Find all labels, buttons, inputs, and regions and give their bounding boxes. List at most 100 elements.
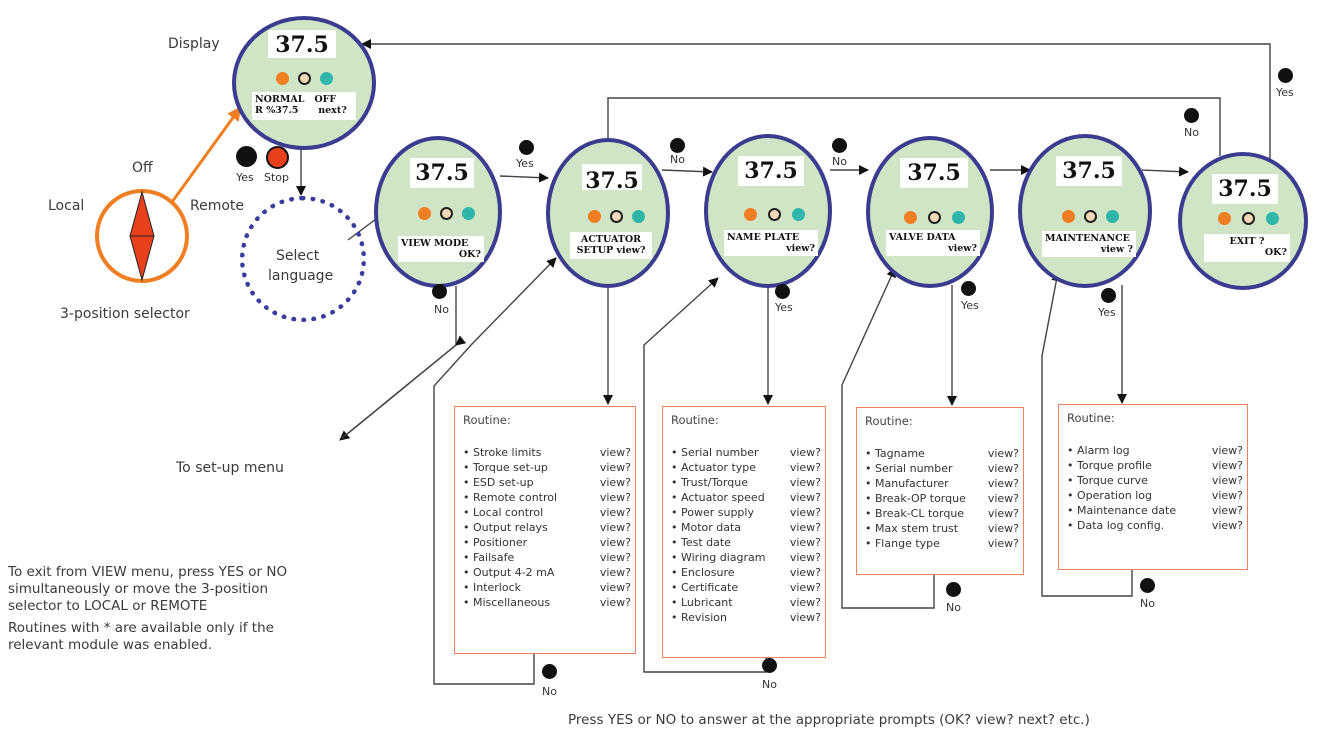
routine-item-name: • Manufacturer — [865, 477, 949, 490]
routine-item-action[interactable]: view? — [789, 506, 821, 519]
routine-item-action[interactable]: view? — [987, 447, 1019, 460]
routine-item[interactable]: • Serial number view? — [671, 445, 821, 460]
routine-item-action[interactable]: view? — [987, 507, 1019, 520]
routine-item-action[interactable]: view? — [789, 566, 821, 579]
stop-button-icon[interactable] — [266, 146, 289, 169]
name-plate-display[interactable]: 37.5 NAME PLATE view? — [704, 134, 832, 288]
routine-item-action[interactable]: view? — [1211, 519, 1243, 532]
routine-item-action[interactable]: view? — [599, 551, 631, 564]
main-display[interactable]: 37.5 NORMAL OFF R %37.5 next? — [232, 16, 376, 150]
routine-item-action[interactable]: view? — [1211, 459, 1243, 472]
selector-caption: 3-position selector — [60, 306, 190, 322]
routine-item-action[interactable]: view? — [987, 492, 1019, 505]
routine-item-action[interactable]: view? — [1211, 444, 1243, 457]
teal-led-icon — [632, 210, 645, 223]
routine-item-action[interactable]: view? — [1211, 504, 1243, 517]
routine-item-name: • Flange type — [865, 537, 940, 550]
routine-item[interactable]: • Torque set-up view? — [463, 460, 631, 475]
routine-item-action[interactable]: view? — [599, 566, 631, 579]
routine-item-action[interactable]: view? — [599, 581, 631, 594]
decision-dot — [1184, 108, 1199, 123]
three-position-selector-icon[interactable] — [92, 186, 192, 288]
routine-item-action[interactable]: view? — [987, 522, 1019, 535]
teal-led-icon — [462, 207, 475, 220]
routine-item-action[interactable]: view? — [599, 506, 631, 519]
routine-item-action[interactable]: view? — [987, 537, 1019, 550]
decision-dot — [670, 138, 685, 153]
routine-item-action[interactable]: view? — [599, 521, 631, 534]
routine-item[interactable]: • Trust/Torque view? — [671, 475, 821, 490]
select-language-node[interactable] — [240, 196, 366, 322]
routine-item-action[interactable]: view? — [789, 596, 821, 609]
routine-item-action[interactable]: view? — [789, 536, 821, 549]
routine-item-action[interactable]: view? — [1211, 474, 1243, 487]
routine-item-action[interactable]: view? — [789, 461, 821, 474]
routine-item-action[interactable]: view? — [789, 581, 821, 594]
routine-item-action[interactable]: view? — [599, 491, 631, 504]
exit-display[interactable]: 37.5 EXIT ? OK? — [1178, 152, 1308, 290]
routine3-no-loop — [841, 267, 935, 609]
routine-item-name: • Positioner — [463, 536, 528, 549]
routine-item-action[interactable]: view? — [599, 461, 631, 474]
routine-item-action[interactable]: view? — [599, 596, 631, 609]
routine-title: Routine: — [671, 413, 719, 427]
routine-item-action[interactable]: view? — [789, 551, 821, 564]
yes-button-icon[interactable] — [236, 146, 257, 167]
routine-item[interactable]: • Positioner view? — [463, 535, 631, 550]
actuator-setup-display[interactable]: 37.5 ACTUATOR SETUP view? — [546, 138, 670, 288]
routine-item-name: • Trust/Torque — [671, 476, 748, 489]
routine-item-action[interactable]: view? — [987, 477, 1019, 490]
routine-item[interactable]: • Manufacturer view? — [865, 476, 1019, 491]
view-mode-display[interactable]: 37.5 VIEW MODE OK? — [374, 136, 502, 288]
routine-item-action[interactable]: view? — [599, 536, 631, 549]
routine-item-action[interactable]: view? — [599, 446, 631, 459]
routine-item-action[interactable]: view? — [599, 476, 631, 489]
maintenance-display[interactable]: 37.5 MAINTENANCE view ? — [1018, 134, 1152, 288]
routine-item-action[interactable]: view? — [789, 611, 821, 624]
teal-led-icon — [952, 211, 965, 224]
routine-item-action[interactable]: view? — [789, 491, 821, 504]
routine-item-action[interactable]: view? — [1211, 489, 1243, 502]
routine-item[interactable]: • Flange type view? — [865, 536, 1019, 551]
routine-item[interactable]: • Data log config.view? — [1067, 518, 1243, 533]
routine-item-action[interactable]: view? — [789, 476, 821, 489]
routine-item-name: • Serial number — [671, 446, 759, 459]
decision-dot — [519, 140, 534, 155]
routine-item-action[interactable]: view? — [789, 446, 821, 459]
valve-data-display[interactable]: 37.5 VALVE DATA view? — [866, 136, 994, 288]
footer-note: Press YES or NO to answer at the appropr… — [568, 712, 1090, 728]
routine-item-action[interactable]: view? — [789, 521, 821, 534]
routine-item-action[interactable]: view? — [987, 462, 1019, 475]
routine-item-name: • Torque set-up — [463, 461, 548, 474]
